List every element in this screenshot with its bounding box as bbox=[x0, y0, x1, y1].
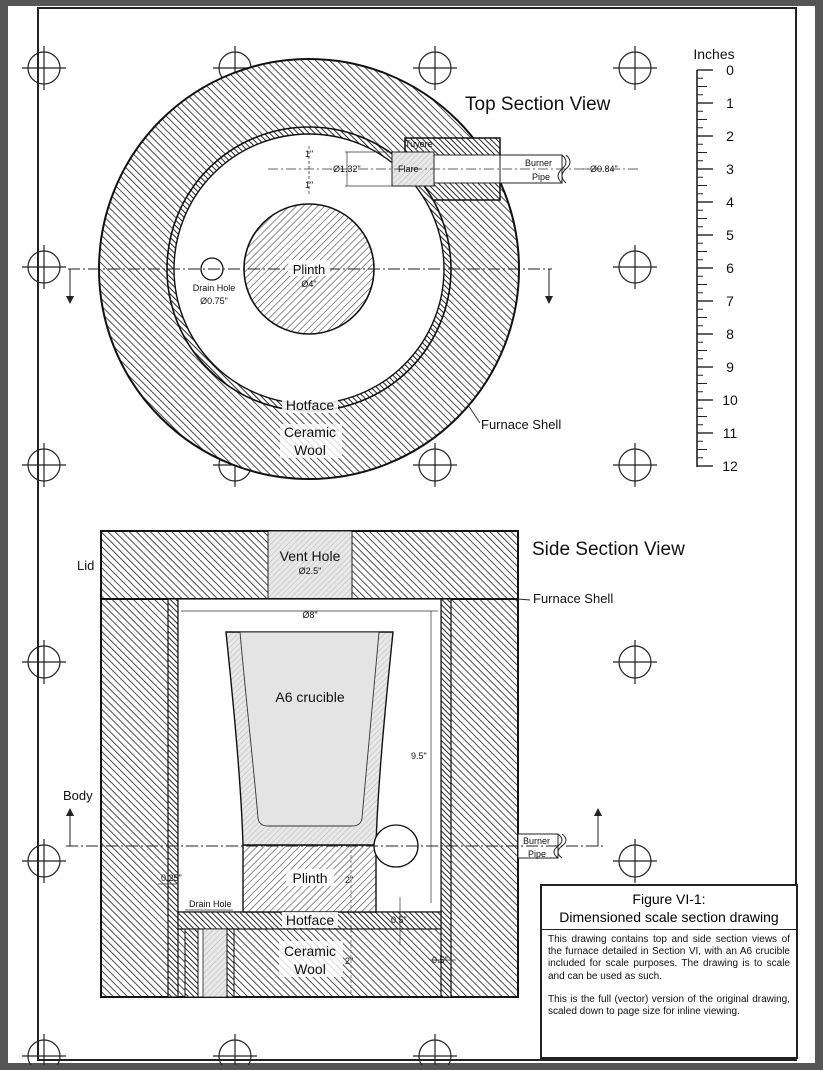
plinth-height-label: 2" bbox=[345, 875, 353, 885]
wool-height-label: 2" bbox=[345, 956, 353, 966]
crucible-cavity bbox=[239, 631, 380, 827]
vent-hole-label: Vent Hole bbox=[280, 548, 341, 564]
section-arrow-left bbox=[66, 296, 74, 304]
flare-dim-label: Ø1.32" bbox=[333, 164, 361, 174]
vent-dim-label: Ø2.5" bbox=[299, 566, 322, 576]
plinth-dim-label: Ø4" bbox=[301, 279, 316, 289]
hotface-left-wall bbox=[167, 598, 179, 998]
scale-tick-label: 5 bbox=[726, 227, 734, 243]
body-label: Body bbox=[63, 788, 93, 803]
crucible-label: A6 crucible bbox=[275, 689, 344, 705]
furnace-shell-leader bbox=[467, 404, 481, 424]
scale-tick-label: 3 bbox=[726, 161, 734, 177]
caption-title-line-2: Dimensioned scale section drawing bbox=[559, 909, 779, 925]
caption-title-line-1: Figure VI-1: bbox=[632, 891, 706, 907]
side-arrow-left bbox=[66, 808, 74, 816]
scale-tick-label: 4 bbox=[726, 194, 734, 210]
scale-tick-label: 0 bbox=[726, 62, 734, 78]
burner-pipe-label-2: Pipe bbox=[532, 172, 550, 182]
side-ceramic-label-1: Ceramic bbox=[284, 943, 336, 959]
section-arrow-right bbox=[545, 296, 553, 304]
height-dim-label: 9.5" bbox=[411, 751, 427, 761]
shell-dim-label: 0.5" bbox=[432, 955, 448, 965]
burner-pipe-label-1: Burner bbox=[525, 158, 552, 168]
top-section-view: Top Section View Tuyere Flare Ø1.32" Ø0.… bbox=[66, 58, 640, 480]
hotface-right-wall bbox=[440, 598, 452, 998]
scale-tick-label: 8 bbox=[726, 326, 734, 342]
furnace-shell-label: Furnace Shell bbox=[481, 417, 561, 432]
ceramic-wool-label-1: Ceramic bbox=[284, 424, 336, 440]
wall-dim-label: 0.25" bbox=[161, 873, 182, 883]
scale-tick-label: 2 bbox=[726, 128, 734, 144]
vent-hole bbox=[267, 530, 353, 600]
side-view-title: Side Section View bbox=[532, 539, 685, 560]
drawing-border bbox=[37, 7, 797, 1061]
plinth-label: Plinth bbox=[293, 262, 326, 277]
side-drain-hole-label: Drain Hole bbox=[189, 899, 232, 909]
tuyere-label: Tuyere bbox=[405, 139, 433, 149]
hotface-label: Hotface bbox=[286, 397, 334, 413]
scale-unit-label: Inches bbox=[693, 46, 734, 62]
figure-caption-box: Figure VI-1: Dimensioned scale section d… bbox=[540, 884, 798, 1059]
scale-tick-label: 6 bbox=[726, 260, 734, 276]
scale-tick-label: 9 bbox=[726, 359, 734, 375]
side-section-view: Side Section View Lid Vent Hole Ø2.5" Fu… bbox=[63, 530, 685, 998]
side-burner-label-1: Burner bbox=[523, 836, 550, 846]
scale-tick-label: 1 bbox=[726, 95, 734, 111]
pipe-dim-label: Ø0.84" bbox=[590, 164, 618, 174]
inner-dim-label: Ø8" bbox=[302, 610, 317, 620]
side-burner-label-2: Pipe bbox=[528, 849, 546, 859]
dim-down-label: 1" bbox=[305, 180, 313, 190]
scale-tick-label: 11 bbox=[723, 425, 738, 441]
drain-dim-label: Ø0.75" bbox=[200, 296, 228, 306]
drain-hole-label: Drain Hole bbox=[193, 283, 236, 293]
side-plinth-label: Plinth bbox=[292, 870, 327, 886]
flare-label: Flare bbox=[398, 164, 419, 174]
side-hotface-label: Hotface bbox=[286, 912, 334, 928]
lid-label: Lid bbox=[77, 558, 94, 573]
side-arrow-right bbox=[594, 808, 602, 816]
drain-hole-side bbox=[202, 928, 228, 998]
top-view-title: Top Section View bbox=[465, 94, 611, 115]
side-shell-leader bbox=[517, 598, 531, 601]
floor-dim-label: 0.5" bbox=[391, 915, 407, 925]
caption-title: Figure VI-1: Dimensioned scale section d… bbox=[542, 886, 796, 930]
side-ceramic-label-2: Wool bbox=[294, 961, 326, 977]
side-furnace-shell-label: Furnace Shell bbox=[533, 591, 613, 606]
dim-up-label: 1" bbox=[305, 149, 313, 159]
scale-tick-label: 10 bbox=[722, 392, 738, 408]
caption-paragraph-2: This is the full (vector) version of the… bbox=[548, 993, 790, 1018]
caption-body: This drawing contains top and side secti… bbox=[548, 934, 790, 1029]
ceramic-wool-label-2: Wool bbox=[294, 442, 326, 458]
scale-tick-label: 12 bbox=[722, 458, 738, 474]
caption-paragraph-1: This drawing contains top and side secti… bbox=[548, 934, 790, 982]
scale-tick-label: 7 bbox=[726, 293, 734, 309]
